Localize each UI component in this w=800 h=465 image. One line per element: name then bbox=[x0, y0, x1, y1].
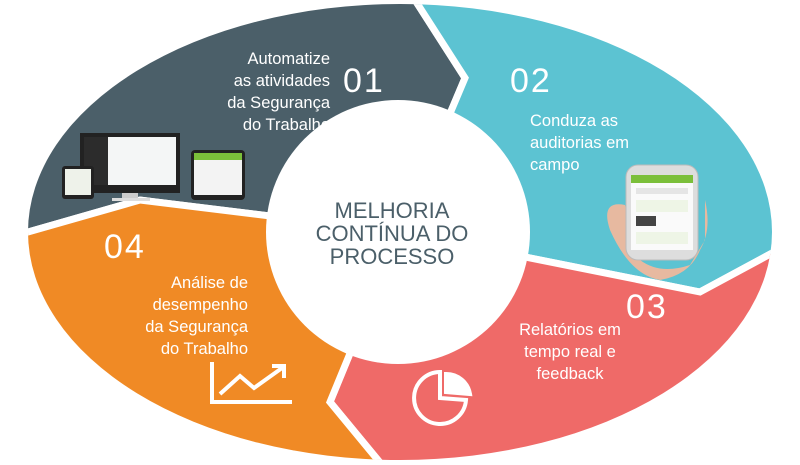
devices-icon bbox=[62, 133, 245, 201]
step-02-line: auditorias em bbox=[530, 134, 629, 152]
center-line-2: CONTÍNUA DO bbox=[316, 221, 469, 246]
step-01-line: da Segurança bbox=[227, 94, 331, 112]
step-02-line: campo bbox=[530, 156, 580, 174]
center-circle bbox=[266, 100, 530, 364]
trend-chart-icon bbox=[210, 362, 292, 404]
pie-chart-icon bbox=[412, 369, 473, 426]
step-02-number: 02 bbox=[510, 62, 552, 100]
step-01-line: Automatize bbox=[247, 50, 330, 68]
step-03-number: 03 bbox=[626, 288, 668, 326]
step-04-number: 04 bbox=[104, 228, 146, 266]
step-03-line: tempo real e bbox=[524, 343, 616, 361]
step-03-line: Relatórios em bbox=[519, 321, 621, 339]
step-04-line: da Segurança bbox=[145, 318, 249, 336]
center-line-3: PROCESSO bbox=[330, 244, 455, 269]
step-01-line: as atividades bbox=[234, 72, 330, 90]
smartphone-in-hand-icon bbox=[607, 164, 708, 280]
step-01-number: 01 bbox=[343, 62, 385, 100]
step-04-line: desempenho bbox=[153, 296, 248, 314]
step-04-line: Análise de bbox=[171, 274, 248, 292]
center-line-1: MELHORIA bbox=[335, 198, 450, 223]
step-02-line: Conduza as bbox=[530, 112, 618, 130]
step-01-line: do Trabalho bbox=[243, 116, 330, 134]
step-04-line: do Trabalho bbox=[161, 340, 248, 358]
step-03-line: feedback bbox=[537, 365, 605, 383]
